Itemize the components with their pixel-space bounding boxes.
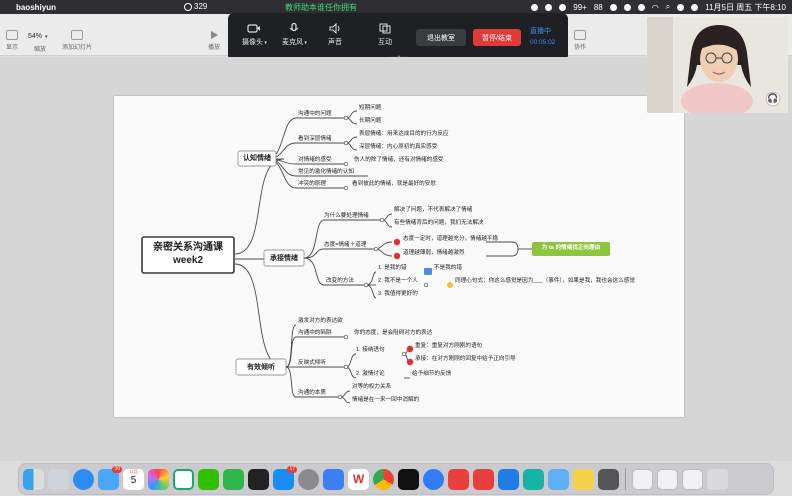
trash-icon[interactable] [707,468,728,490]
wps-office-icon[interactable]: W [348,468,369,490]
zoom-label: 缩放 [34,47,47,53]
terminal-icon[interactable] [598,468,619,490]
menu-bar: baoshiyun 329 教师助本谁任你拥有 99+ 88 ◠ ⌕ 11月5日… [0,0,792,14]
lightbulb-icon [447,282,453,288]
vpn-icon[interactable] [623,3,631,11]
microphone-button[interactable]: 麦克风 ▾ [282,23,307,47]
live-status: 直播中 [530,28,551,35]
capcut-icon[interactable] [398,468,419,490]
presenter-video [647,17,788,113]
pause-end-button[interactable]: 暂停/结束 [473,29,521,46]
camera-button[interactable]: 摄像头 ▾ [242,23,267,47]
wifi-icon[interactable]: ◠ [651,2,659,12]
sound-button[interactable]: 声音 [328,23,342,47]
calendar-icon[interactable]: 11月 5 [123,468,144,490]
interact-icon [379,23,391,34]
dock: 30 11月 5 17 W [18,463,774,495]
dock-separator [625,468,626,490]
zoom-select[interactable]: 54% ▾ [28,33,48,40]
note-box [532,242,610,256]
root-node[interactable]: 亲密关系沟通课 week2 [153,242,223,266]
wechat-icon[interactable] [198,468,219,490]
documents-stack-icon[interactable] [657,468,678,490]
play-button[interactable]: 播放 [208,30,220,51]
video-conference-icon[interactable] [248,468,269,490]
meeting-control-panel: 摄像头 ▾ 麦克风 ▾ 声音 互动 退出教室 暂停/结束 直播中 00:05:0… [228,13,568,61]
notes-icon[interactable] [573,468,594,490]
photos-icon[interactable] [148,468,169,490]
pdf-reader-icon[interactable] [448,468,469,490]
baidu-netdisk-icon[interactable] [498,468,519,490]
arrow-badge-icon [424,268,432,275]
camera-icon [247,24,261,33]
zoom-app-icon[interactable] [173,468,194,490]
play-icon [208,30,220,40]
view-button[interactable]: 显示 [6,30,18,51]
mail-icon[interactable]: 30 [98,465,122,490]
app-menu-name[interactable]: baoshiyun [16,2,57,12]
exit-classroom-button[interactable]: 退出教室 [416,29,466,46]
clock-icon [184,2,192,11]
chrome-app-icon[interactable] [373,468,394,490]
slide[interactable]: 亲密关系沟通课 week2 认知情绪 承接情绪 有效倾听 沟通中的问题 短期问题… [114,96,684,417]
app-store-icon[interactable]: 17 [273,465,297,490]
preview-icon[interactable] [548,468,569,490]
facetime-icon[interactable] [223,468,244,490]
launchpad-icon[interactable] [48,468,69,490]
meeting-title: 教师助本谁任你拥有 [285,2,357,12]
desktop-stack-icon[interactable] [682,468,703,490]
collaborate-icon [574,30,586,40]
speaker-icon [329,23,340,34]
control-center-icon[interactable] [677,3,685,11]
system-preferences-icon[interactable] [298,468,319,490]
feishu-icon[interactable] [523,468,544,490]
live-timer: 00:05:02 [530,39,556,46]
notification-count[interactable]: 99+ [573,2,587,12]
webcam-preview[interactable]: 🎧 [647,17,788,113]
downloads-stack-icon[interactable] [632,468,653,490]
activity-stat[interactable]: 329 [184,2,207,11]
search-icon[interactable]: ⌕ [665,2,671,11]
finder-icon[interactable] [23,468,44,490]
chrome-icon[interactable] [609,3,617,11]
root-node-box [141,236,235,274]
chevron-down-icon: ▾ [45,33,48,40]
cloud-icon[interactable] [545,3,553,11]
xmind-icon[interactable] [473,468,494,490]
headphone-icon[interactable]: 🎧 [767,93,779,103]
warning-markers [393,238,414,366]
branch-accept-emotion[interactable]: 承接情绪 [270,255,298,262]
mindmap [141,110,610,404]
record-icon[interactable] [559,3,567,11]
branch-effective-listening[interactable]: 有效倾听 [247,364,275,371]
input-method-icon[interactable] [637,3,645,11]
battery-label[interactable]: 88 [593,2,603,12]
node-joints [337,115,433,400]
datetime[interactable]: 11月5日 周五 下午8:10 [705,2,786,12]
siri-icon[interactable] [691,3,699,11]
microphone-icon [290,23,299,32]
tencent-meeting-icon[interactable] [423,468,444,490]
interact-button[interactable]: 互动 [378,23,392,47]
sidebar-icon [6,30,18,40]
branch-cognize-emotion[interactable]: 认知情绪 [243,155,271,162]
add-slide-button[interactable]: 添加幻灯片 [62,30,92,51]
collaborate-button[interactable]: 协作 [574,30,586,51]
safari-icon[interactable] [73,468,94,490]
plus-icon [71,30,83,40]
keynote-icon[interactable] [323,468,344,490]
wechat-status-icon[interactable] [531,3,539,11]
